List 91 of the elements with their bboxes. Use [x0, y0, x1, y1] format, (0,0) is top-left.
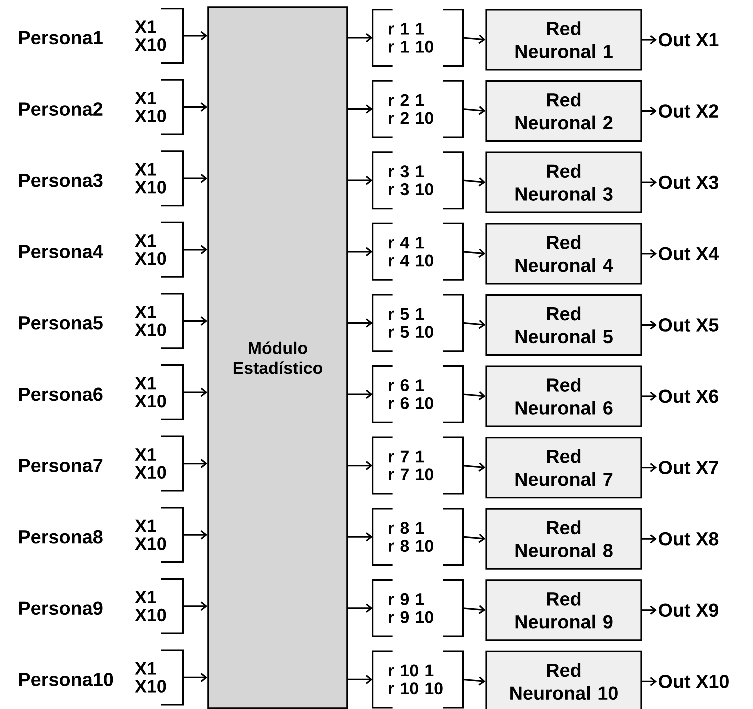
network-box: Red Neuronal 10	[486, 650, 642, 709]
arrow	[183, 602, 208, 612]
arrow	[463, 34, 486, 44]
output-label: Out X6	[658, 390, 718, 404]
bracket-group: X1 X10	[135, 79, 184, 136]
arrow	[348, 247, 373, 257]
bracket-group: X1 X10	[135, 8, 184, 64]
bracket-group: X1 X10	[135, 650, 184, 706]
person-label: Persona6	[19, 388, 103, 402]
arrow	[463, 177, 486, 187]
arrow	[642, 392, 657, 402]
person-label: Persona9	[19, 602, 103, 616]
network-box: Red Neuronal 4	[486, 223, 642, 285]
arrow	[348, 176, 373, 186]
arrow	[348, 461, 373, 470]
arrow	[463, 320, 486, 330]
arrow	[183, 388, 208, 398]
module-box: Módulo Estadístico	[208, 6, 348, 709]
bracket-group: r 10 1 r 10 10	[372, 650, 464, 709]
bracket-group: X1 X10	[135, 222, 184, 278]
arrow	[348, 33, 373, 43]
arrow	[183, 673, 208, 682]
person-label: Persona3	[19, 174, 103, 188]
bracket-group: X1 X10	[135, 364, 184, 420]
bracket-group: r 9 1 r 9 10	[372, 579, 464, 638]
person-label: Persona1	[19, 31, 103, 45]
network-box: Red Neuronal 3	[486, 152, 642, 214]
network-box: Red Neuronal 6	[486, 366, 642, 428]
arrow	[348, 104, 373, 114]
arrow	[463, 248, 486, 258]
arrow	[642, 106, 657, 116]
bracket-group: r 2 1 r 2 10	[372, 80, 464, 138]
bracket-group: r 1 1 r 1 10	[372, 9, 464, 67]
network-box: Red Neuronal 1	[486, 9, 642, 71]
arrow	[463, 676, 486, 686]
arrow	[183, 459, 208, 468]
arrow	[463, 605, 486, 614]
arrow	[183, 245, 208, 255]
arrow	[183, 102, 208, 112]
person-label: Persona10	[19, 673, 114, 686]
arrow	[642, 534, 657, 544]
arrow	[463, 391, 486, 401]
bracket-group: X1 X10	[135, 293, 184, 350]
bracket-group: r 3 1 r 3 10	[372, 152, 464, 210]
arrow	[642, 463, 657, 472]
output-label: Out X2	[658, 104, 718, 118]
arrow	[183, 174, 208, 184]
network-box: Red Neuronal 2	[486, 80, 642, 142]
arrow	[183, 316, 208, 326]
arrow	[642, 35, 657, 45]
arrow	[642, 249, 657, 259]
bracket-group: r 5 1 r 5 10	[372, 294, 464, 352]
arrow	[348, 675, 373, 684]
output-label: Out X4	[658, 247, 720, 261]
person-label: Persona2	[19, 102, 103, 116]
arrow	[348, 604, 373, 614]
network-box: Red Neuronal 7	[486, 437, 642, 499]
output-label: Out X3	[658, 176, 718, 190]
bracket-group: r 4 1 r 4 10	[372, 222, 464, 281]
output-label: Out X5	[658, 318, 719, 332]
bracket-group: r 8 1 r 8 10	[372, 508, 464, 566]
person-label: Persona8	[19, 530, 103, 544]
arrow	[348, 390, 373, 400]
bracket-group: r 6 1 r 6 10	[372, 366, 464, 424]
arrow	[348, 318, 373, 328]
arrow	[348, 532, 373, 542]
bracket-group: X1 X10	[135, 436, 184, 492]
network-box: Red Neuronal 8	[486, 508, 642, 570]
bracket-group: X1 X10	[135, 507, 184, 564]
arrow	[183, 530, 208, 540]
bracket-group: r 7 1 r 7 10	[372, 436, 464, 495]
arrow	[642, 677, 657, 686]
arrow	[463, 534, 486, 544]
output-label: Out X8	[658, 532, 719, 546]
arrow	[642, 320, 657, 330]
bracket-group: X1 X10	[135, 150, 184, 207]
arrow	[642, 178, 657, 188]
network-box: Red Neuronal 5	[486, 294, 642, 356]
output-label: Out X10	[658, 675, 729, 688]
bracket-group: X1 X10	[135, 578, 184, 634]
output-label: Out X9	[658, 604, 718, 618]
arrow	[642, 606, 657, 616]
person-label: Persona4	[19, 245, 104, 258]
arrow	[463, 106, 486, 116]
arrow	[463, 462, 486, 472]
network-box: Red Neuronal 9	[486, 580, 642, 642]
output-label: Out X1	[658, 33, 719, 47]
person-label: Persona7	[19, 459, 103, 472]
output-label: Out X7	[658, 461, 718, 474]
person-label: Persona5	[19, 316, 103, 330]
arrow	[183, 31, 208, 41]
